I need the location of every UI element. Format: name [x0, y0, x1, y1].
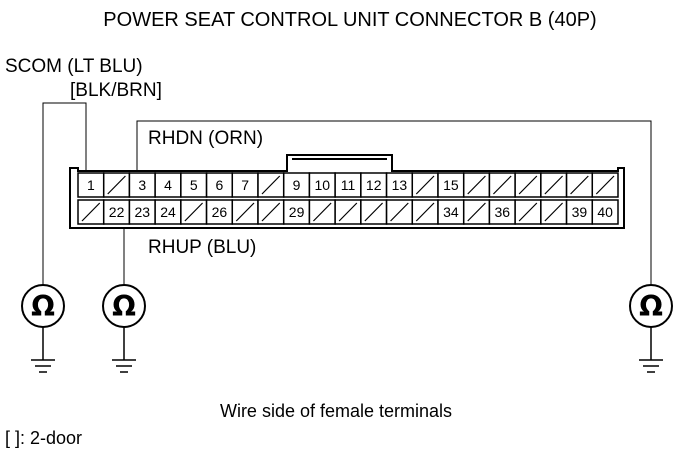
unused-cavity-slash: [390, 202, 409, 222]
bottom-row-cavity: [282, 199, 311, 225]
pin-number: 34: [443, 204, 459, 220]
unused-cavity-slash: [570, 175, 589, 195]
pin-number: 15: [443, 177, 459, 193]
wire-label-rhup: RHUP (BLU): [148, 237, 256, 258]
unused-cavity-slash: [467, 202, 486, 222]
pin-number: 29: [289, 204, 305, 220]
unused-cavity-slash: [518, 175, 538, 195]
ground-scom: [31, 327, 55, 373]
pin-number: 36: [494, 204, 510, 220]
wire-label-scom-2door: [BLK/BRN]: [70, 80, 162, 101]
pin-number: 5: [190, 177, 198, 193]
unused-cavity-slash: [261, 202, 281, 222]
ohm-icon: Ω: [639, 290, 663, 323]
top-row-cavity: [308, 172, 336, 198]
wire-rhdn: [136, 120, 652, 285]
connector-bottom-row: 22 23 24 26 29 34 36 39 40: [77, 199, 619, 225]
pin-number: 26: [212, 204, 228, 220]
pin-number: 10: [314, 177, 330, 193]
unused-cavity-slash: [184, 202, 203, 222]
unused-cavity-slash: [467, 175, 486, 195]
top-row-cavity: [180, 172, 208, 198]
top-row-cavity: [154, 172, 182, 198]
unused-cavity-slash: [313, 202, 332, 222]
top-row-cavity: [128, 172, 156, 198]
top-row-cavity: [205, 172, 234, 198]
ground-rhup: [112, 327, 136, 373]
pin-number: 9: [293, 177, 301, 193]
bottom-row-cavity: [591, 199, 619, 225]
unused-cavity-slash: [544, 175, 563, 195]
unused-cavity-slash: [518, 202, 538, 222]
unused-cavity-slash: [107, 175, 126, 195]
diagram-title: POWER SEAT CONTROL UNIT CONNECTOR B (40P…: [103, 9, 596, 31]
wire-label-rhdn: RHDN (ORN): [148, 128, 263, 149]
legend-note: [ ]: 2-door: [5, 428, 82, 448]
unused-cavity-slash: [415, 175, 435, 195]
pin-number: 1: [87, 177, 95, 193]
unused-cavity-slash: [415, 202, 435, 222]
ground-rhdn: [639, 327, 663, 373]
unused-cavity-slash: [493, 175, 512, 195]
connector-housing: [69, 154, 625, 229]
unused-cavity-slash: [595, 175, 615, 195]
unused-cavity-slash: [544, 202, 563, 222]
top-row-cavity: [334, 172, 362, 198]
unused-cavity-slash: [364, 202, 383, 222]
pin-number: 39: [572, 204, 588, 220]
pin-number: 6: [216, 177, 224, 193]
top-row-cavity: [385, 172, 414, 198]
ohmmeter-rhup: Ω: [102, 284, 146, 328]
pin-number: 7: [241, 177, 249, 193]
pin-number: 23: [134, 204, 150, 220]
pin-number: 24: [160, 204, 176, 220]
top-row-cavity: [360, 172, 388, 198]
ohmmeter-rhdn: Ω: [629, 284, 673, 328]
pin-number: 12: [366, 177, 382, 193]
unused-cavity-slash: [81, 202, 101, 222]
ohm-icon: Ω: [31, 290, 55, 323]
bottom-row-cavity: [488, 199, 516, 225]
pin-number: 13: [392, 177, 408, 193]
bottom-row-cavity: [565, 199, 594, 225]
pin-number: 40: [597, 204, 613, 220]
ohmmeter-scom: Ω: [21, 284, 65, 328]
pin-number: 3: [138, 177, 146, 193]
ohm-icon: Ω: [112, 290, 136, 323]
pin-number: 4: [164, 177, 172, 193]
wire-label-scom: SCOM (LT BLU): [5, 56, 143, 77]
view-note: Wire side of female terminals: [220, 401, 452, 421]
bottom-row-cavity: [128, 199, 156, 225]
unused-cavity-slash: [338, 202, 358, 222]
pin-number: 11: [341, 177, 356, 193]
pin-number: 22: [109, 204, 125, 220]
unused-cavity-slash: [235, 202, 255, 222]
wire-scom: [42, 102, 87, 285]
unused-cavity-slash: [261, 175, 281, 195]
